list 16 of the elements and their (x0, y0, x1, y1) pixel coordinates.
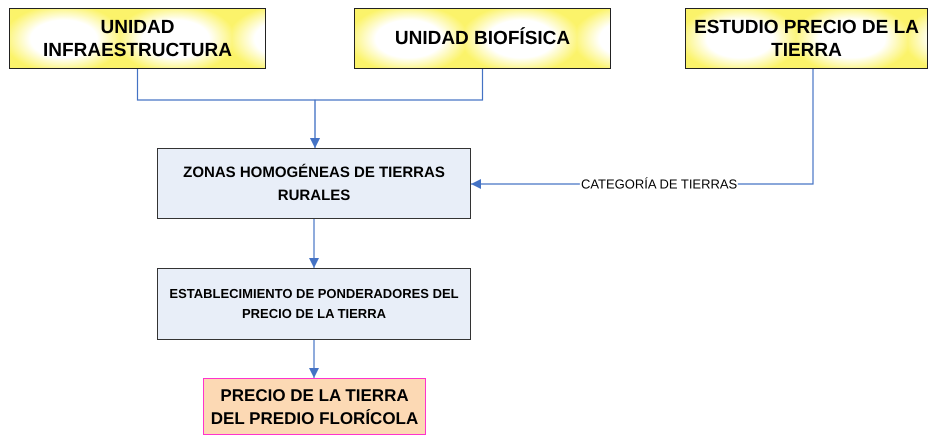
arrow (310, 69, 484, 148)
box-text: ESTABLECIMIENTO DE PONDERADORES DEL PRECIO DE LA TIERRA (168, 285, 460, 323)
edge-label: CATEGORÍA DE TIERRAS (580, 176, 738, 192)
process-box (685, 8, 928, 69)
process-box (203, 378, 426, 435)
process-box (9, 8, 266, 69)
arrow (309, 340, 319, 378)
box-text: PRECIO DE LA TIERRA DEL PREDIO FLORÍCOLA (210, 384, 420, 430)
box-text: ZONAS HOMOGÉNEAS DE TIERRAS RURALES (182, 162, 446, 206)
arrow (309, 219, 319, 268)
box-text: ESTUDIO PRECIO DE LA TIERRA (693, 16, 920, 62)
process-box (354, 8, 611, 69)
box-text: UNIDAD BIOFÍSICA (394, 27, 570, 50)
box-text: UNIDAD INFRAESTRUCTURA (42, 16, 233, 62)
process-box (157, 148, 471, 219)
process-box (157, 268, 471, 340)
